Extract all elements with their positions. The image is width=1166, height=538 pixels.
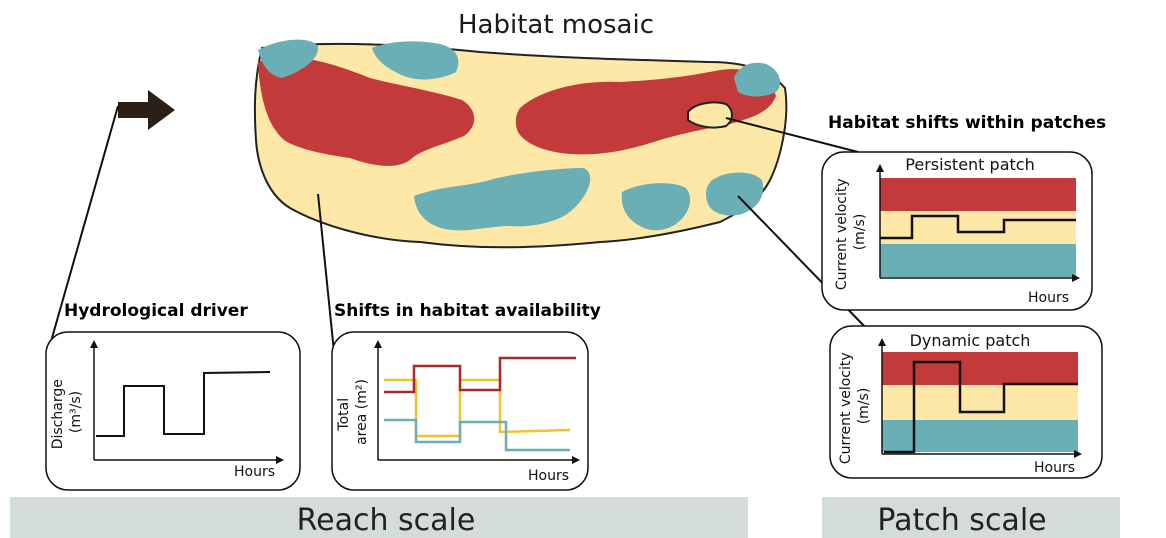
availability-ylabel: Total area (m²) [336,379,370,445]
persistent-velocity-line [880,214,1076,240]
figure-title: Habitat mosaic [458,10,654,40]
persistent-ylabel: Current velocity (m/s) [834,174,868,290]
dynamic-band-red [882,352,1078,385]
dynamic-title: Dynamic patch [910,331,1031,350]
persistent-xlabel: Hours [1028,290,1069,306]
availability-panel: Total area (m²) Hours [331,331,589,491]
persistent-y-arrow-icon [876,164,884,172]
availability-teal-line [384,418,570,452]
mosaic-red-patch-left [258,57,475,166]
persistent-panel: Persistent patch Current velocity (m/s) … [821,151,1093,311]
availability-x-arrow-icon [572,456,580,464]
availability-xlabel: Hours [528,468,569,484]
connector-line-persistent [725,117,859,153]
availability-red-line [384,356,576,394]
dynamic-ylabel: Current velocity (m/s) [838,348,872,464]
hydrological-heading: Hydrological driver [64,301,248,321]
mosaic-teal-patch-1 [258,39,319,78]
hydro-xlabel: Hours [234,464,275,480]
availability-heading: Shifts in habitat availability [334,301,601,321]
persistent-title: Persistent patch [905,155,1034,174]
persistent-band-red [880,178,1076,211]
mosaic-teal-patch-6 [705,172,764,216]
persistent-band-teal [880,244,1076,277]
hydrological-panel-frame [45,331,301,491]
hydro-y-arrow-icon [90,340,98,348]
hydrological-panel: Discharge (m³/s) Hours [45,331,301,491]
hydro-discharge-line [96,371,271,437]
hydro-ylabel: Discharge (m³/s) [50,375,84,450]
mosaic-teal-patch-4 [414,168,591,231]
mosaic-small-patch [687,101,733,129]
mosaic-teal-patch-5 [621,183,691,231]
persistent-x-arrow-icon [1072,274,1080,282]
mosaic-teal-patch-2 [372,41,459,80]
mosaic-teal-patch-3 [734,62,781,97]
mosaic-red-patch-right [515,69,776,155]
dynamic-panel: Dynamic patch Current velocity (m/s) Hou… [829,325,1103,479]
availability-yellow-line [384,378,571,438]
dynamic-velocity-line [884,360,1078,454]
arrow-right-icon [118,90,175,130]
connector-line-availability [317,193,335,353]
reach-scale-label: Reach scale [297,503,476,538]
patch-scale-bar [822,497,1120,538]
dynamic-band-teal [882,420,1078,452]
habitat-mosaic-map [253,39,788,249]
reach-scale-bar [10,497,748,538]
connector-line-hydro [47,105,119,353]
patches-heading: Habitat shifts within patches [828,113,1106,133]
dynamic-y-arrow-icon [878,338,886,346]
dynamic-x-arrow-icon [1074,450,1082,458]
dynamic-band-yellow [882,385,1078,420]
hydro-x-arrow-icon [276,456,284,464]
dynamic-xlabel: Hours [1034,460,1075,476]
patch-scale-label: Patch scale [877,503,1046,538]
availability-y-arrow-icon [374,340,382,348]
